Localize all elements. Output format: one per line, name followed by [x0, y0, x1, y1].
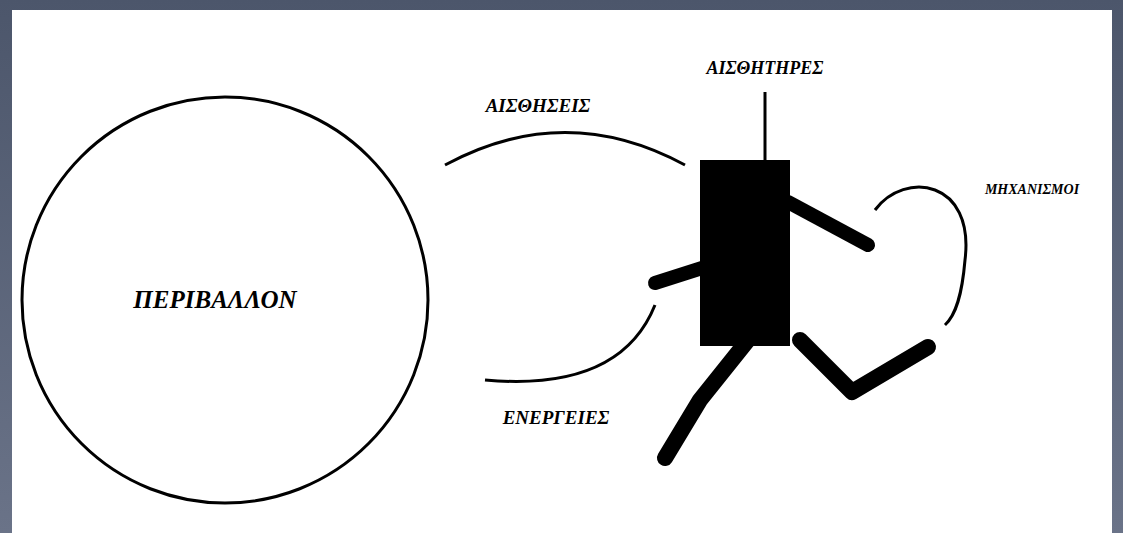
environment-circle: ΠΕΡΙΒΑΛΛΟΝ	[20, 95, 430, 505]
part-label: ΜΗΧΑΝΙΣΜΟΙ	[985, 182, 1079, 198]
node-title: ΠΕΡΙΒΑΛΛΟΝ	[133, 286, 296, 314]
part-label: ΑΙΣΘΗΣΕΙΣ	[486, 95, 591, 117]
part-label: ΕΝΕΡΓΕΙΕΣ	[503, 407, 610, 429]
part-label: ΑΙΣΘΗΤΗΡΕΣ	[706, 58, 823, 79]
